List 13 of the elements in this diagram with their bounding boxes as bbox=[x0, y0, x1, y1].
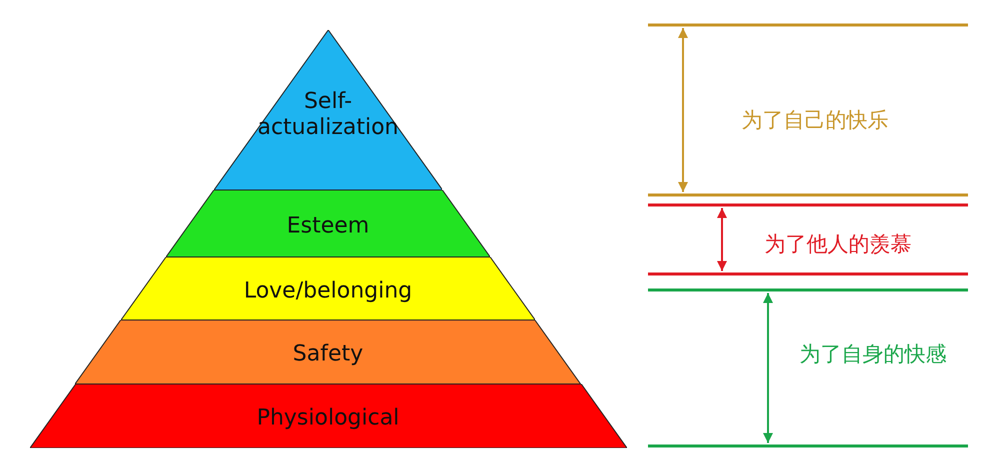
layer-label: Love/belonging bbox=[242, 278, 414, 304]
range-label: 为了自身的快感 bbox=[800, 341, 946, 368]
pyramid-layer bbox=[120, 257, 536, 320]
range-label: 为了自己的快乐 bbox=[742, 107, 888, 134]
pyramid-layer bbox=[75, 320, 581, 384]
pyramid-layer bbox=[30, 384, 626, 448]
range-label: 为了他人的羡慕 bbox=[764, 231, 912, 258]
pyramid-apex bbox=[214, 30, 442, 190]
layer-label: Esteem bbox=[286, 213, 370, 240]
layer-label: Safety bbox=[292, 342, 364, 368]
layer-label: Self-actualization bbox=[256, 89, 400, 142]
pyramid-layer bbox=[166, 190, 490, 257]
layer-label: Physiological bbox=[256, 406, 400, 432]
